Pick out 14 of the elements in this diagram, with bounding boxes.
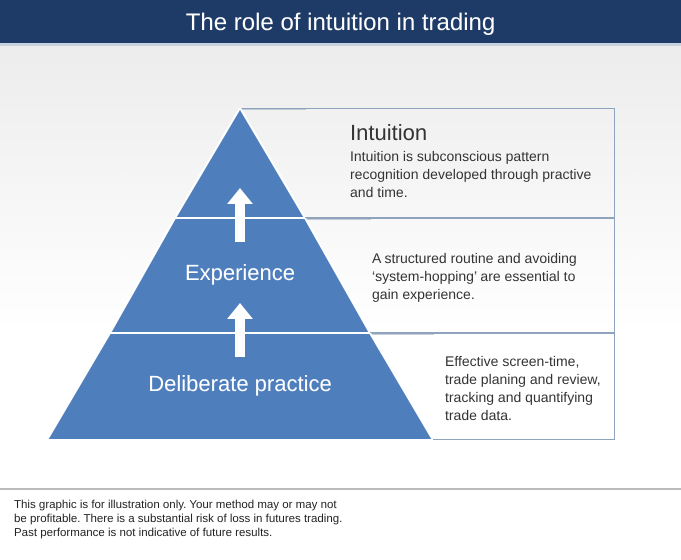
tier-label: Experience: [184, 260, 296, 286]
description-box: [370, 218, 615, 333]
disclaimer-text: This graphic is for illustration only. Your method may or may not be profitable. There is a substantial risk of loss in futures trading. Past performance is not indicative of future results.: [14, 498, 344, 540]
description-box: [433, 333, 615, 440]
up-arrow: [227, 188, 253, 242]
description-text: Intuition is subconscious pattern recognition developed through practive and time.: [350, 147, 592, 201]
box-heading: Intuition: [350, 119, 428, 147]
tier-label: Deliberate practice: [147, 371, 333, 397]
pyramid-tier: [47, 333, 433, 440]
description-box: [305, 108, 615, 218]
title: The role of intuition in trading: [184, 9, 496, 37]
description-text: A structured routine and avoiding ‘system-hopping’ are essential to gain experience.: [372, 249, 578, 303]
description-text: Effective screen-time, trade planing and review, tracking and quantifying trade data.: [445, 352, 602, 424]
up-arrow: [227, 303, 253, 357]
